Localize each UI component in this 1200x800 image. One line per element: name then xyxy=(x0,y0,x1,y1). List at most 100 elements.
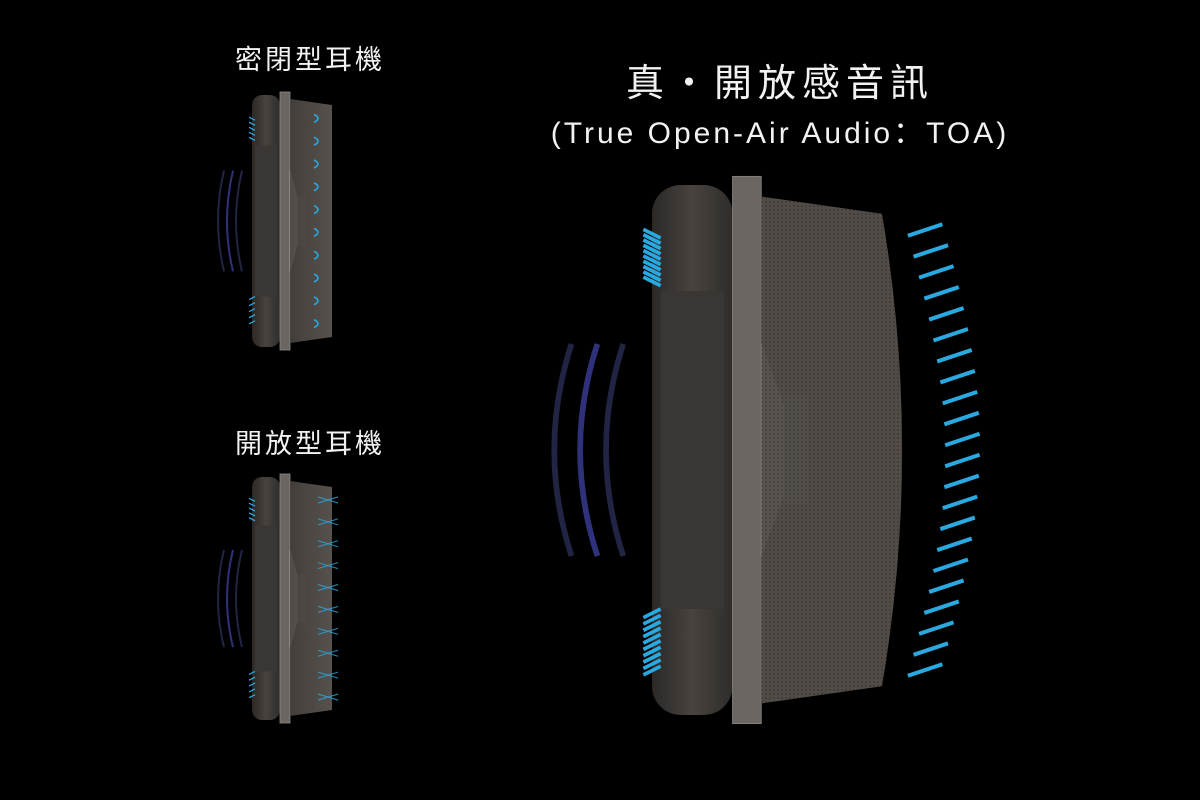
cushion-sound-tick xyxy=(248,314,256,319)
sound-arc xyxy=(235,549,243,648)
cushion-sound-tick xyxy=(248,676,256,681)
cushion-sound-tick xyxy=(642,238,662,251)
open-air-sound-wave xyxy=(907,222,944,238)
open-air-sound-wave xyxy=(923,599,960,615)
trapped-sound-wave xyxy=(313,250,319,260)
open-air-sound-wave xyxy=(928,306,965,322)
sound-arc xyxy=(551,343,575,557)
cushion-sound-tick xyxy=(642,248,662,261)
open-air-sound-wave xyxy=(939,515,976,532)
cushion-sound-tick xyxy=(642,264,662,277)
trapped-sound-wave xyxy=(313,182,319,192)
open-air-sound-wave xyxy=(928,578,965,594)
closed-headphone-illustration xyxy=(217,91,332,351)
cushion-sound-tick xyxy=(642,607,662,620)
cushion-sound-tick xyxy=(642,651,662,664)
open-air-sound-wave xyxy=(943,410,980,427)
leaking-sound-wave xyxy=(317,671,339,679)
trapped-sound-wave xyxy=(313,296,319,306)
open-air-sound-wave xyxy=(944,431,981,448)
leaking-sound-wave xyxy=(317,693,339,701)
cushion-sound-tick xyxy=(248,670,256,675)
ear-cushion-inner xyxy=(255,145,277,297)
trapped-sound-wave xyxy=(313,113,319,124)
cushion-sound-tick xyxy=(642,639,662,652)
baffle xyxy=(279,91,291,351)
open-air-sound-wave xyxy=(912,641,949,657)
cushion-sound-tick xyxy=(248,688,256,693)
cushion-sound-tick xyxy=(248,694,256,699)
trapped-sound-wave xyxy=(313,318,319,329)
cushion-sound-tick xyxy=(248,497,256,502)
leaking-sound-wave xyxy=(317,649,339,657)
cushion-sound-tick xyxy=(642,243,662,256)
sound-arc xyxy=(235,170,243,272)
trapped-sound-wave xyxy=(313,273,319,283)
trapped-sound-wave xyxy=(313,159,319,169)
cushion-sound-tick xyxy=(248,512,256,517)
ear-cushion-inner xyxy=(255,525,277,672)
leaking-sound-wave xyxy=(317,605,339,613)
cushion-sound-tick xyxy=(248,121,256,126)
cushion-sound-tick xyxy=(642,275,662,288)
open-air-sound-wave xyxy=(936,348,973,364)
cushion-sound-tick xyxy=(248,502,256,507)
open-air-sound-wave xyxy=(943,473,980,490)
open-air-sound-wave xyxy=(942,494,978,511)
leaking-sound-wave xyxy=(317,627,339,635)
sound-arc xyxy=(226,170,234,272)
cushion-sound-tick xyxy=(248,682,256,687)
baffle xyxy=(279,473,291,724)
cushion-sound-tick xyxy=(248,308,256,313)
leaking-sound-wave xyxy=(317,540,339,548)
mesh-housing xyxy=(761,196,903,704)
cushion-sound-tick xyxy=(642,227,662,240)
open-headphone-label: 開放型耳機 xyxy=(235,429,385,460)
cushion-sound-tick xyxy=(642,259,662,272)
ear-cushion-inner xyxy=(660,291,724,609)
cushion-sound-tick xyxy=(642,645,662,658)
cushion-sound-tick xyxy=(248,507,256,512)
cushion-sound-tick xyxy=(642,233,662,245)
leaking-sound-wave xyxy=(317,584,339,592)
open-air-sound-wave xyxy=(912,243,949,259)
cushion-sound-tick xyxy=(248,320,256,325)
closed-headphone-label: 密閉型耳機 xyxy=(235,45,385,76)
open-air-sound-wave xyxy=(918,264,955,280)
sound-arc xyxy=(217,549,225,648)
toa-title: 真・開放感音訊 xyxy=(625,61,934,105)
open-air-sound-wave xyxy=(942,389,978,406)
cushion-sound-tick xyxy=(642,658,662,671)
leaking-sound-wave xyxy=(317,562,339,570)
toa-headphone-illustration xyxy=(551,175,981,725)
housing xyxy=(290,99,332,343)
open-air-sound-wave xyxy=(939,368,976,385)
cushion-sound-tick xyxy=(642,613,662,626)
cushion-sound-tick xyxy=(248,302,256,307)
cushion-sound-tick xyxy=(642,620,662,633)
open-air-sound-wave xyxy=(944,452,981,469)
sound-arc xyxy=(603,343,626,557)
open-air-sound-wave xyxy=(918,620,955,636)
sound-arc xyxy=(577,343,601,557)
toa-subtitle: (True Open-Air Audio：TOA) xyxy=(550,117,1010,150)
leaking-sound-wave xyxy=(317,518,339,526)
trapped-sound-wave xyxy=(313,204,319,215)
cushion-sound-tick xyxy=(642,626,662,639)
cushion-sound-tick xyxy=(248,126,256,131)
baffle xyxy=(732,175,762,725)
open-air-sound-wave xyxy=(907,662,944,678)
sound-arc xyxy=(226,549,234,648)
sound-arc xyxy=(217,170,225,272)
cushion-sound-tick xyxy=(248,116,256,121)
cushion-sound-tick xyxy=(248,517,256,522)
open-air-sound-wave xyxy=(936,536,973,552)
trapped-sound-wave xyxy=(313,227,319,238)
open-air-sound-wave xyxy=(932,557,969,573)
housing xyxy=(290,481,332,716)
cushion-sound-tick xyxy=(248,136,256,141)
cushion-sound-tick xyxy=(642,632,662,645)
open-air-sound-wave xyxy=(923,285,960,301)
trapped-sound-wave xyxy=(313,136,319,146)
